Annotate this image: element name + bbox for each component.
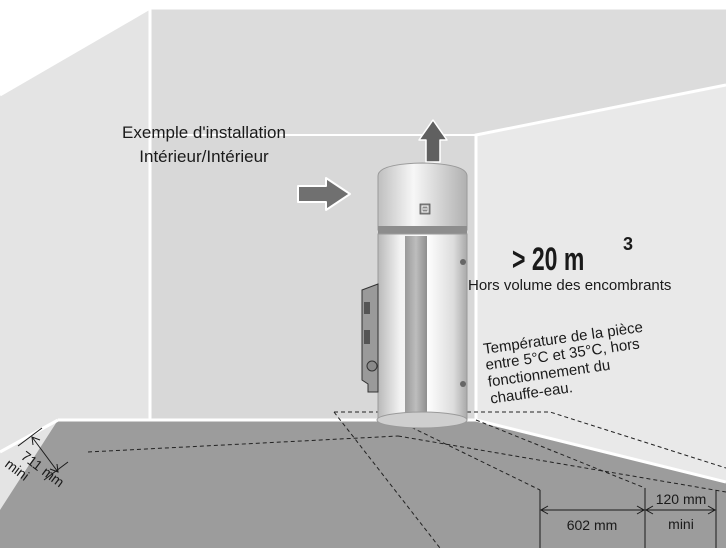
footprint-line [333, 411, 441, 548]
floor [0, 420, 726, 548]
heater-top-cap [377, 162, 468, 231]
room-edge [0, 6, 151, 97]
arrow-up-icon [418, 119, 448, 163]
footprint-line [475, 419, 646, 489]
side-clearance-qualifier: mini [668, 516, 694, 532]
heater-front-panel [405, 236, 427, 420]
ceiling [150, 8, 726, 135]
logo-icon-mark [421, 205, 429, 213]
volume-value: > 20 m [512, 241, 584, 277]
heater-base [376, 411, 468, 429]
left-wall [0, 8, 150, 510]
water-heater [376, 162, 468, 429]
title-line-2: Intérieur/Intérieur [139, 147, 269, 166]
volume-exponent: 3 [623, 234, 633, 254]
heater-connector [460, 381, 466, 387]
right-wall [476, 85, 726, 482]
dimension-lines [17, 427, 717, 548]
heater-grille-band [378, 226, 467, 234]
side-clearance-value: 120 mm [656, 491, 707, 507]
title-line-1: Exemple d'installation [122, 123, 286, 142]
room-edge [0, 418, 59, 454]
volume-subtitle: Hors volume des encombrants [468, 277, 671, 294]
wall-bracket [361, 283, 379, 393]
heater-connector [460, 259, 466, 265]
width-value: 602 mm [567, 517, 618, 533]
arrow-right-icon [297, 177, 351, 211]
footprint-line [87, 435, 399, 453]
